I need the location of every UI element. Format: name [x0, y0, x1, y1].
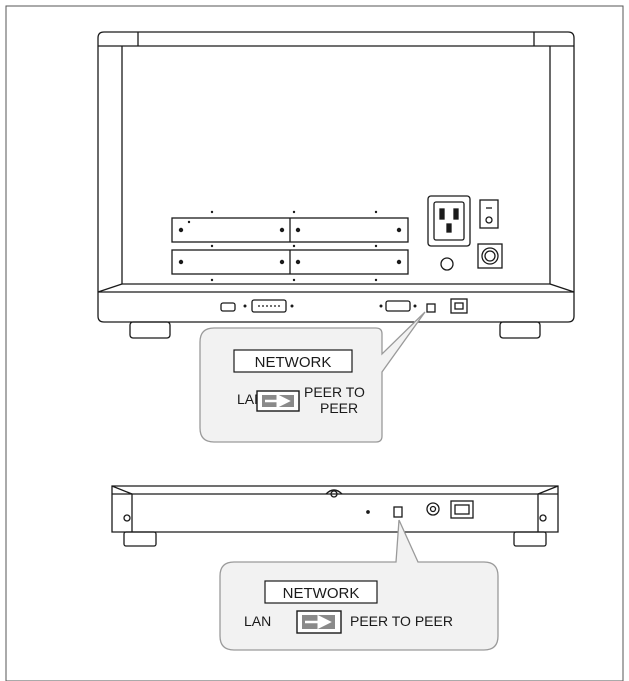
top-callout: NETWORK LAN PEER TO PEER — [199, 311, 426, 443]
peer-to-label-line1: PEER TO — [304, 384, 365, 400]
peer-to-peer-label-bottom: PEER TO PEER — [350, 613, 453, 629]
slim-device — [111, 485, 559, 547]
bottom-callout: NETWORK LAN PEER TO PEER — [219, 519, 499, 651]
ac-inlet — [427, 195, 471, 247]
screw-right — [539, 514, 547, 522]
small-port — [220, 302, 236, 312]
network-title-box — [233, 349, 353, 373]
slim-foot-right — [513, 531, 547, 547]
round-port-bottom — [426, 502, 440, 516]
xlr-connector — [477, 243, 503, 269]
lan-port-bottom — [450, 500, 474, 519]
round-connector — [440, 257, 454, 271]
peer-to-label-line2: PEER — [320, 400, 358, 416]
network-title-box-bottom — [264, 580, 378, 604]
power-switch — [479, 199, 499, 229]
serial-port — [385, 300, 411, 312]
network-switch-bottom — [393, 506, 403, 518]
network-switch-top — [426, 303, 436, 313]
slim-foot-left — [123, 531, 157, 547]
network-title-bottom: NETWORK — [283, 585, 360, 602]
outer-border — [5, 5, 624, 681]
callout-shape — [199, 311, 426, 443]
lan-label-bottom: LAN — [244, 613, 271, 629]
rear-panel-device — [97, 31, 575, 339]
network-title: NETWORK — [255, 354, 332, 371]
dvi-port — [251, 299, 287, 313]
foot-left — [129, 321, 171, 339]
top-screw — [330, 490, 338, 498]
screw-left — [123, 514, 131, 522]
foot-right — [499, 321, 541, 339]
device-body — [97, 31, 575, 323]
slot-screws — [178, 210, 417, 308]
slim-device-body — [111, 485, 559, 533]
lan-port-top — [450, 298, 468, 314]
